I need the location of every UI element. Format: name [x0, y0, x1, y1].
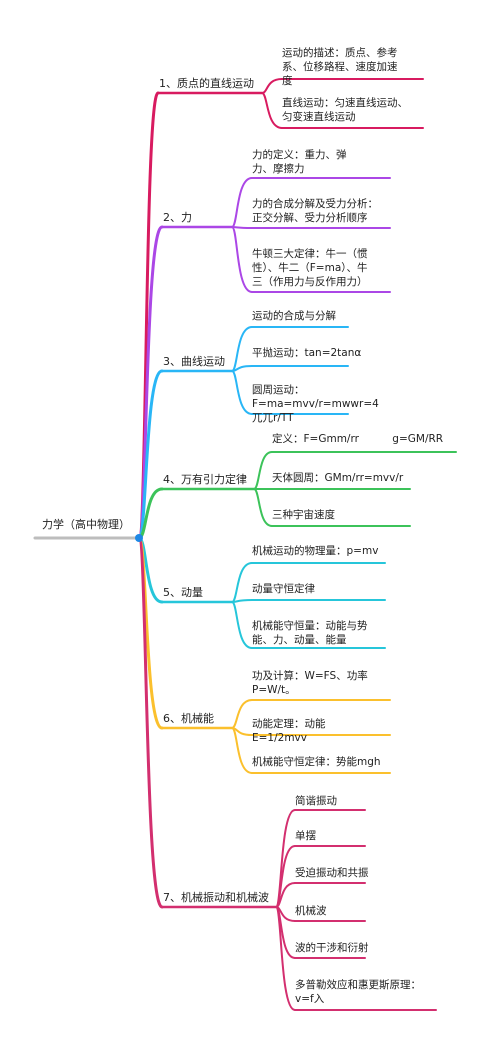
root-junction-dot: [135, 534, 143, 542]
branch-node-3[interactable]: 3、曲线运动: [163, 355, 225, 368]
child-connector-2-3: [231, 226, 253, 293]
child-node-4-1[interactable]: 定义：F=Gmm/rr g=GM/RR: [272, 433, 444, 445]
child-node-6-2[interactable]: 动能定理：动能E=1/2mvv: [252, 718, 326, 744]
child-connector-2-2: [231, 226, 253, 229]
child-node-2-1[interactable]: 力的定义：重力、弹力、摩擦力: [252, 149, 347, 175]
child-node-2-2[interactable]: 力的合成分解及受力分析：正交分解、受力分析顺序: [252, 198, 378, 224]
child-node-5-2[interactable]: 动量守恒定律: [252, 583, 315, 595]
branch-connector-7: [137, 536, 164, 909]
child-node-6-1[interactable]: 功及计算：W=FS、功率P=W/t。: [252, 670, 368, 696]
branch-connector-3: [137, 369, 164, 540]
branch-node-5[interactable]: 5、动量: [163, 586, 203, 599]
child-connector-1-2: [261, 92, 283, 129]
child-connector-7-6: [275, 906, 296, 1011]
child-node-7-5[interactable]: 波的干涉和衍射: [295, 942, 369, 954]
child-node-6-3[interactable]: 机械能守恒定律：势能mgh: [252, 756, 381, 768]
child-node-3-3[interactable]: 圆周运动：F=ma=mvv/r=mwwr=4兀兀r/TT: [252, 384, 379, 424]
child-node-2-3[interactable]: 牛顿三大定律：牛一（惯性）、牛二（F=ma）、牛三（作用力与反作用力）: [252, 248, 368, 288]
child-node-5-3[interactable]: 机械能守恒量：动能与势能、力、动量、能量: [252, 620, 368, 646]
child-node-1-1[interactable]: 运动的描述：质点、参考系、位移路程、速度加速度: [282, 47, 398, 87]
child-connector-6-3: [231, 727, 253, 774]
child-node-7-1[interactable]: 简谐振动: [295, 795, 337, 807]
child-node-7-6[interactable]: 多普勒效应和惠更斯原理：v=f入: [295, 979, 421, 1005]
child-connector-1-1: [261, 78, 283, 94]
branch-node-1[interactable]: 1、质点的直线运动: [159, 77, 254, 90]
branch-node-7[interactable]: 7、机械振动和机械波: [163, 891, 269, 904]
child-connector-7-2: [275, 845, 296, 908]
root-node[interactable]: 力学（高中物理）: [42, 518, 130, 531]
child-connector-2-1: [231, 177, 253, 228]
child-connector-4-1: [253, 451, 273, 490]
child-node-7-3[interactable]: 受迫振动和共振: [295, 867, 369, 879]
child-node-3-2[interactable]: 平抛运动：tan=2tanα: [252, 347, 362, 359]
child-node-1-2[interactable]: 直线运动：匀速直线运动、匀变速直线运动: [282, 97, 408, 123]
child-node-4-2[interactable]: 天体圆周：GMm/rr=mvv/r: [272, 472, 404, 484]
child-node-4-3[interactable]: 三种宇宙速度: [272, 509, 335, 521]
child-connector-5-3: [231, 601, 253, 649]
child-connector-4-3: [253, 488, 273, 527]
child-connector-5-1: [231, 562, 253, 603]
child-node-7-2[interactable]: 单摆: [295, 830, 316, 842]
branch-node-4[interactable]: 4、万有引力定律: [163, 473, 247, 486]
child-connector-6-1: [231, 699, 253, 729]
child-node-3-1[interactable]: 运动的合成与分解: [252, 310, 336, 322]
branch-node-2[interactable]: 2、力: [163, 211, 192, 224]
child-node-7-4[interactable]: 机械波: [295, 905, 327, 917]
child-node-5-1[interactable]: 机械运动的物理量：p=mv: [252, 545, 379, 557]
branch-node-6[interactable]: 6、机械能: [163, 712, 214, 725]
child-connector-3-1: [231, 326, 253, 372]
child-connector-3-3: [231, 370, 253, 415]
